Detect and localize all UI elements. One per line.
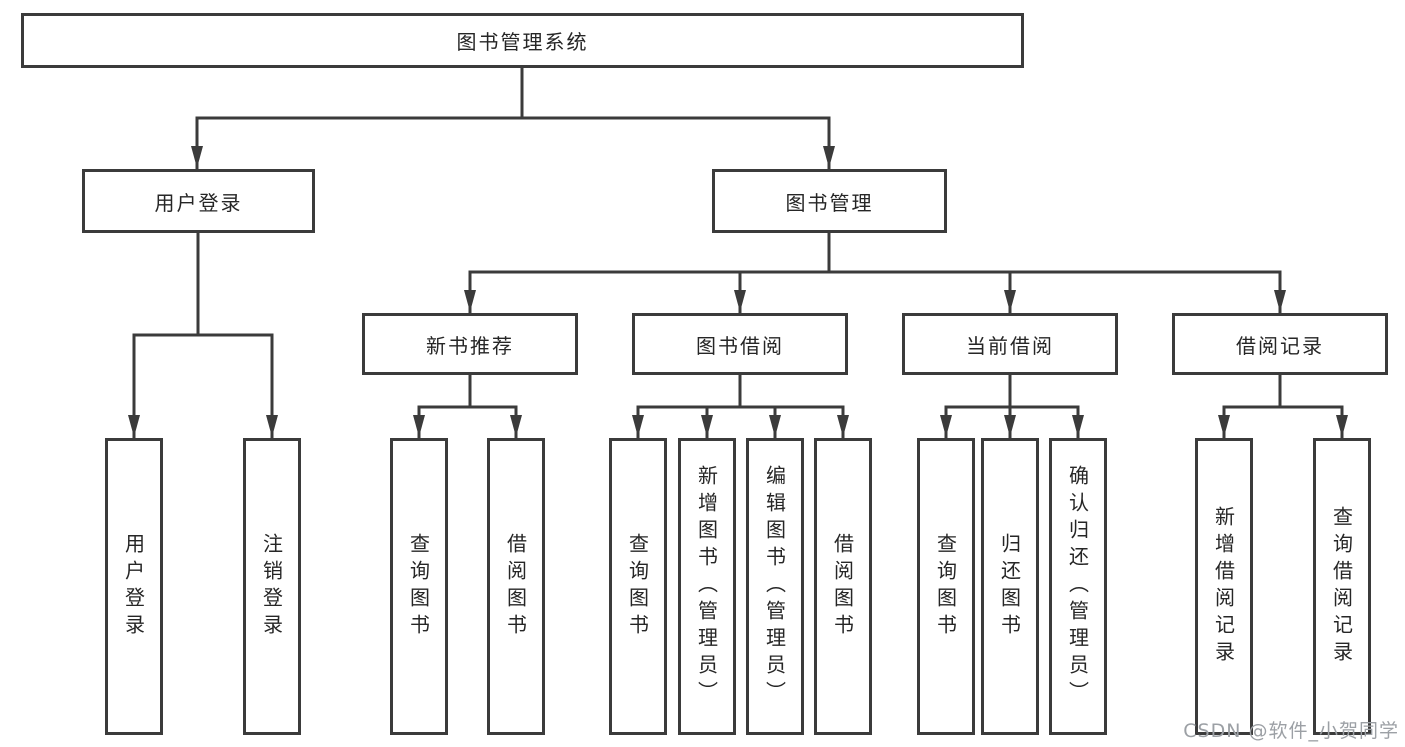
- leaf-add-book-admin: 新增图书（管理员）: [678, 438, 736, 735]
- leaf-borrow-book: 借阅图书: [814, 438, 872, 735]
- leaf-add-borrow-record: 新增借阅记录: [1195, 438, 1253, 735]
- book-management-node: 图书管理: [712, 169, 947, 233]
- leaf-borrow-query-book: 查询图书: [609, 438, 667, 735]
- leaf-logout: 注销登录: [243, 438, 301, 735]
- leaf-user-login: 用户登录: [105, 438, 163, 735]
- borrow-record-node: 借阅记录: [1172, 313, 1388, 375]
- leaf-current-query-book: 查询图书: [917, 438, 975, 735]
- leaf-recommend-query-book: 查询图书: [390, 438, 448, 735]
- book-borrow-node: 图书借阅: [632, 313, 848, 375]
- leaf-query-borrow-record: 查询借阅记录: [1313, 438, 1371, 735]
- current-borrow-node: 当前借阅: [902, 313, 1118, 375]
- user-login-node: 用户登录: [82, 169, 315, 233]
- leaf-recommend-borrow-book: 借阅图书: [487, 438, 545, 735]
- leaf-return-book: 归还图书: [981, 438, 1039, 735]
- new-book-recommend-node: 新书推荐: [362, 313, 578, 375]
- root-node: 图书管理系统: [21, 13, 1024, 68]
- leaf-confirm-return-admin: 确认归还（管理员）: [1049, 438, 1107, 735]
- leaf-edit-book-admin: 编辑图书（管理员）: [746, 438, 804, 735]
